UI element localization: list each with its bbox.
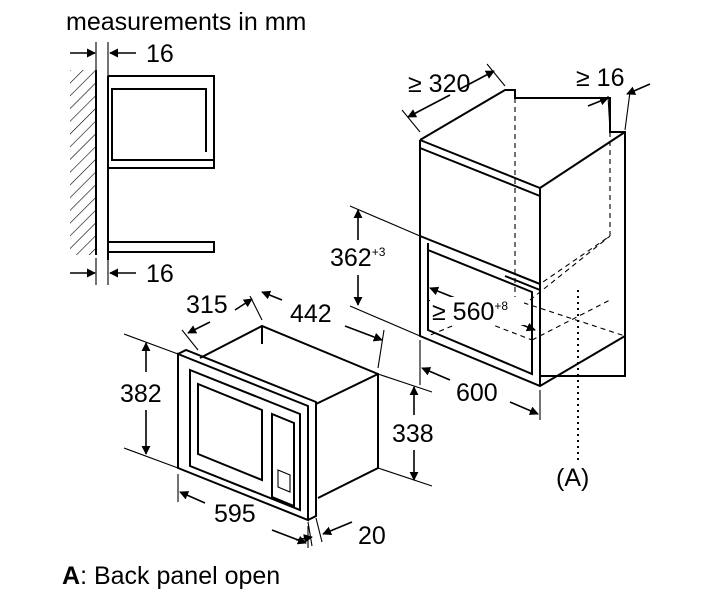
dim-label-560: ≥ 560+8 <box>432 298 508 326</box>
dim-label-16-bottom: 16 <box>146 260 174 288</box>
dim-595-arrow-right <box>271 529 307 545</box>
dim-16-right-arrow-b <box>626 83 651 95</box>
dim-16-right-arrow-a <box>587 96 609 107</box>
dim-320-ext-left <box>401 109 421 133</box>
dim-label-20: 20 <box>358 522 386 550</box>
legend-text: : Back panel open <box>80 562 280 590</box>
appliance-frame-depth <box>177 348 317 521</box>
dim-362-ext-bottom <box>349 305 421 337</box>
dim-382-ext-top <box>123 333 179 355</box>
side-section-view: 16 16 <box>70 40 215 288</box>
dim-20-arrow-b <box>322 521 353 536</box>
dim-16-right-ext-b <box>624 91 631 131</box>
dim-442-ext-b <box>377 329 385 369</box>
page-title: measurements in mm <box>66 8 306 36</box>
dim-20-ext-b <box>315 517 323 543</box>
appliance-3d-view: 315 442 382 338 595 20 <box>120 290 434 550</box>
dim-600-arrow-right <box>509 401 539 415</box>
dim-442-arrow-b <box>344 325 383 342</box>
dim-label-442: 442 <box>290 300 332 328</box>
dim-560-label-bg <box>430 297 524 325</box>
dim-362-tolerance: +3 <box>372 245 386 259</box>
wall-hatching <box>70 70 96 255</box>
appliance-control-panel <box>271 412 295 508</box>
dim-label-382: 382 <box>120 380 162 408</box>
callout-a-label: (A) <box>556 464 589 492</box>
appliance-body <box>199 324 379 499</box>
cabinet-front-upper <box>419 131 626 386</box>
dim-label-315: 315 <box>186 291 228 319</box>
dim-label-338: 338 <box>392 420 434 448</box>
dim-label-320: ≥ 320 <box>408 70 470 98</box>
dim-label-362: 362+3 <box>330 244 386 272</box>
dim-338-ext-top <box>377 373 433 393</box>
dim-382-ext-bottom <box>123 447 179 469</box>
dim-315-arrow-b <box>234 298 253 311</box>
appliance-window <box>197 382 263 482</box>
dim-label-600: 600 <box>456 379 498 407</box>
dim-595-arrow-left <box>179 491 206 504</box>
cabinet-top-board <box>419 89 626 377</box>
dim-20-arrow-a <box>295 534 313 543</box>
legend-key: A <box>62 562 80 590</box>
appliance-door <box>189 368 301 512</box>
legend: A: Back panel open <box>62 562 280 590</box>
dim-338-ext-bottom <box>377 467 433 487</box>
dim-label-16-top: 16 <box>146 40 174 68</box>
cabinet-upper-profile <box>107 75 215 169</box>
appliance-display <box>277 469 291 493</box>
dim-320-arrow-b <box>459 70 495 90</box>
dim-315-arrow-a <box>187 321 211 334</box>
dim-362-value: 362 <box>330 244 372 272</box>
dim-20-ext-a <box>307 521 313 547</box>
cabinet-lower-profile <box>107 168 215 260</box>
dim-320-ext-right <box>486 63 506 87</box>
niche-inner <box>427 243 533 376</box>
dim-320-arrow-a <box>407 94 451 118</box>
cabinet-3d-view: (A) ≥ 320 ≥ 16 362+3 ≥ 560+8 600 <box>330 63 651 492</box>
dim-442-arrow-a <box>261 290 283 301</box>
dim-315-ext-a <box>181 329 199 351</box>
dim-label-595: 595 <box>214 500 256 528</box>
niche-back-board <box>504 269 541 291</box>
dim-560-value: ≥ 560 <box>432 298 494 326</box>
dim-600-arrow-left <box>421 367 451 381</box>
dim-362-ext-top <box>349 205 421 237</box>
dim-label-16-right: ≥ 16 <box>576 64 624 92</box>
dim-560-tolerance: +8 <box>494 299 508 313</box>
